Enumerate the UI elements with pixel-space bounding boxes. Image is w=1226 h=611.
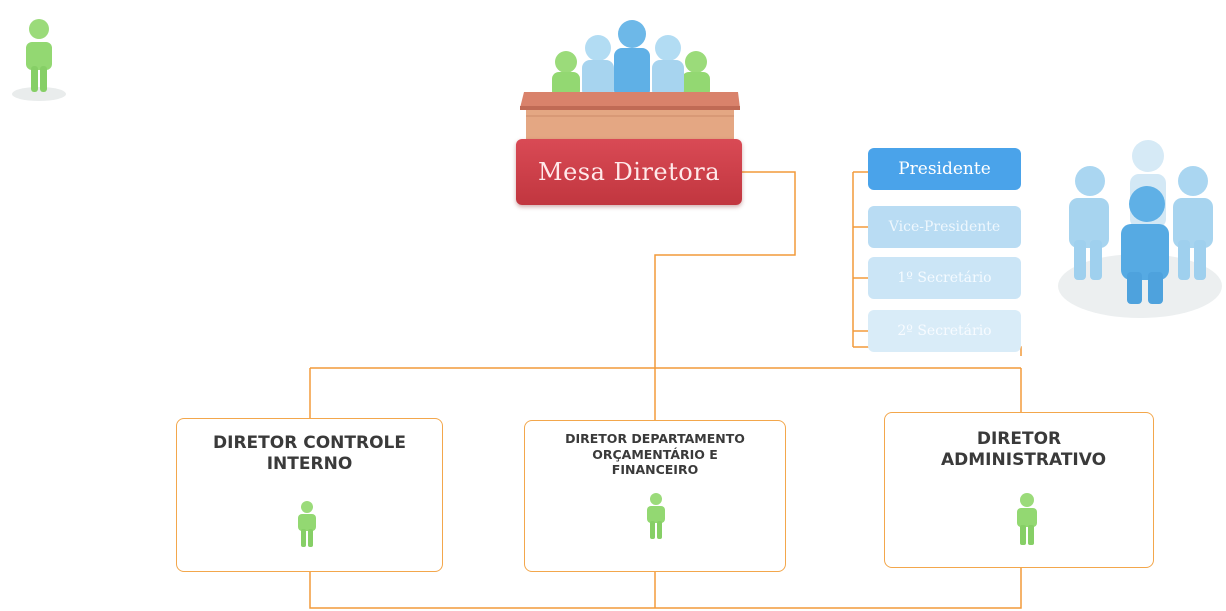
- role-label: Vice-Presidente: [888, 219, 1001, 235]
- people-group-icon: [1058, 140, 1222, 318]
- person-icon: [1017, 493, 1037, 545]
- director-title: DIRETOR DEPARTAMENTO ORÇAMENTÁRIO E FINA…: [565, 431, 745, 478]
- person-icon: [12, 19, 66, 101]
- council-title-box: Mesa Diretora: [516, 139, 742, 205]
- role-label: 2º Secretário: [897, 323, 992, 339]
- role-first-secretary: 1º Secretário: [868, 257, 1021, 299]
- role-label: Presidente: [898, 159, 991, 179]
- role-president: Presidente: [868, 148, 1021, 190]
- council-title: Mesa Diretora: [538, 158, 720, 186]
- role-second-secretary: 2º Secretário: [868, 310, 1021, 352]
- director-box-internal-control: DIRETOR CONTROLE INTERNO: [176, 418, 443, 572]
- person-icon: [298, 501, 316, 547]
- director-title: DIRETOR CONTROLE INTERNO: [213, 433, 406, 475]
- role-vice-president: Vice-Presidente: [868, 206, 1021, 248]
- director-box-administrative: DIRETOR ADMINISTRATIVO: [884, 412, 1154, 568]
- role-label: 1º Secretário: [897, 270, 992, 286]
- council-podium-icon: [520, 20, 740, 142]
- person-icon: [647, 493, 665, 539]
- director-box-budget-finance: DIRETOR DEPARTAMENTO ORÇAMENTÁRIO E FINA…: [524, 420, 786, 572]
- connector-bottom-bus: [309, 568, 1022, 609]
- director-title: DIRETOR ADMINISTRATIVO: [941, 429, 1107, 471]
- connector-council-trunk: [654, 171, 796, 368]
